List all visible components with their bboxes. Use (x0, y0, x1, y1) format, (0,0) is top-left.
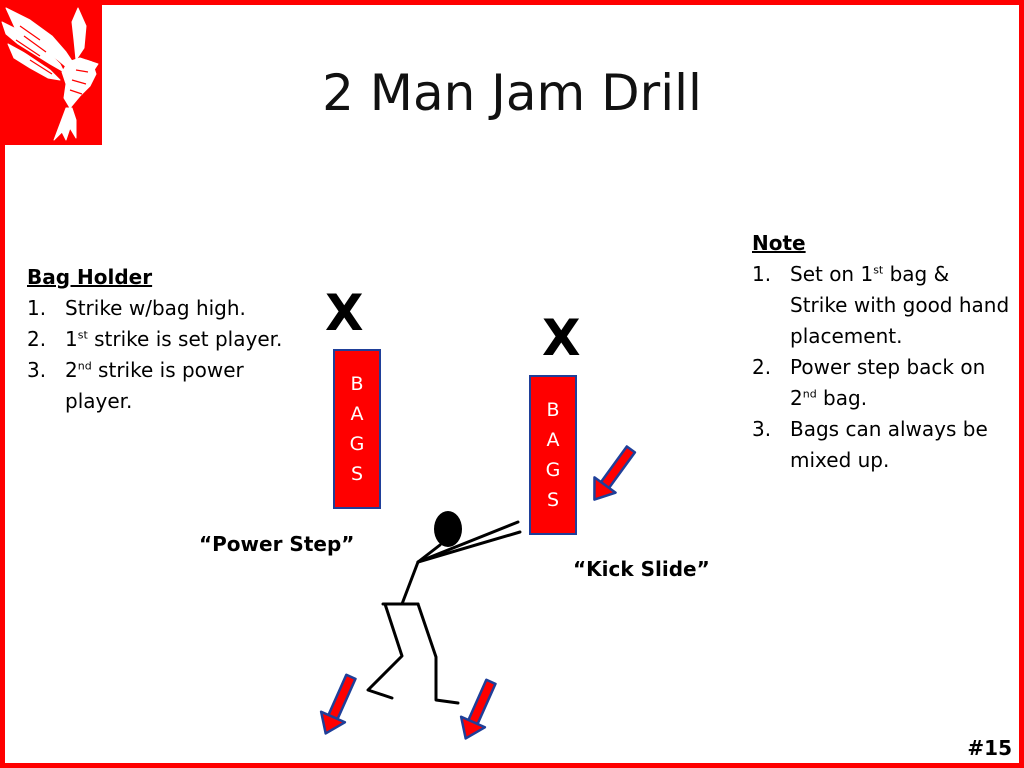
list-number: 2. (27, 327, 47, 351)
figure-head (434, 511, 462, 547)
list-text: bag & Strike with good hand placement. (790, 262, 1010, 348)
list-text: Bags can always be mixed up. (790, 417, 988, 472)
list-text: Power step back on 2 (790, 355, 986, 410)
list-text: Strike w/bag high. (65, 296, 246, 320)
ordinal-suffix: st (873, 263, 884, 277)
bag-letter: S (546, 489, 560, 511)
list-number: 3. (752, 417, 772, 441)
ordinal-suffix: nd (77, 359, 92, 373)
list-item: 3. Bags can always be mixed up. (752, 414, 1012, 476)
list-item: 1. Set on 1st bag & Strike with good han… (752, 259, 1012, 352)
bag-letter: B (546, 399, 560, 421)
figure-torso (400, 560, 420, 606)
arrow-power-step-right (452, 675, 505, 745)
arrow-kick-slide (582, 440, 643, 509)
player-x-right: X (542, 309, 581, 367)
note-heading: Note (752, 231, 806, 255)
figure-leg-right (416, 602, 460, 705)
bag-letter: G (545, 459, 561, 481)
list-number: 3. (27, 358, 47, 382)
figure-leg-left (366, 602, 404, 700)
player-x-left: X (325, 284, 364, 342)
list-text: 1 (65, 327, 78, 351)
bag-holder-section: Bag Holder 1. Strike w/bag high. 2. 1st … (27, 262, 307, 417)
list-item: 2. 1st strike is set player. (27, 324, 307, 355)
list-item: 3. 2nd strike is power player. (27, 355, 307, 417)
list-number: 1. (752, 262, 772, 286)
list-number: 1. (27, 296, 47, 320)
figure-arm-upper (416, 520, 520, 564)
logo (0, 0, 102, 145)
bag-holder-heading: Bag Holder (27, 265, 153, 289)
kick-slide-label: “Kick Slide” (573, 557, 710, 581)
bag-right: B A G S (529, 375, 577, 535)
list-item: 2. Power step back on 2nd bag. (752, 352, 1012, 414)
list-text: strike is set player. (87, 327, 283, 351)
list-item: 1. Strike w/bag high. (27, 293, 307, 324)
bag-left: B A G S (333, 349, 381, 509)
ordinal-suffix: nd (802, 387, 817, 401)
list-number: 2. (752, 355, 772, 379)
list-text: Set on 1 (790, 262, 874, 286)
list-text: strike is power player. (65, 358, 244, 413)
page-number: #15 (967, 736, 1012, 760)
stick-figure (366, 511, 522, 705)
list-text: bag. (816, 386, 868, 410)
figure-arm-lower (416, 530, 522, 564)
note-list: 1. Set on 1st bag & Strike with good han… (752, 259, 1012, 476)
ordinal-suffix: st (77, 328, 88, 342)
bag-holder-list: 1. Strike w/bag high. 2. 1st strike is s… (27, 293, 307, 417)
bag-letter: G (349, 433, 365, 455)
bag-letter: B (350, 373, 364, 395)
slide-title: 2 Man Jam Drill (322, 64, 702, 122)
bag-letter: A (546, 429, 560, 451)
list-text: 2 (65, 358, 78, 382)
arrow-power-step-left (312, 670, 365, 740)
eagle-icon (1, 7, 99, 141)
note-section: Note 1. Set on 1st bag & Strike with goo… (752, 228, 1012, 476)
bag-letter: A (350, 403, 364, 425)
power-step-label: “Power Step” (199, 532, 355, 556)
bag-letter: S (350, 463, 364, 485)
